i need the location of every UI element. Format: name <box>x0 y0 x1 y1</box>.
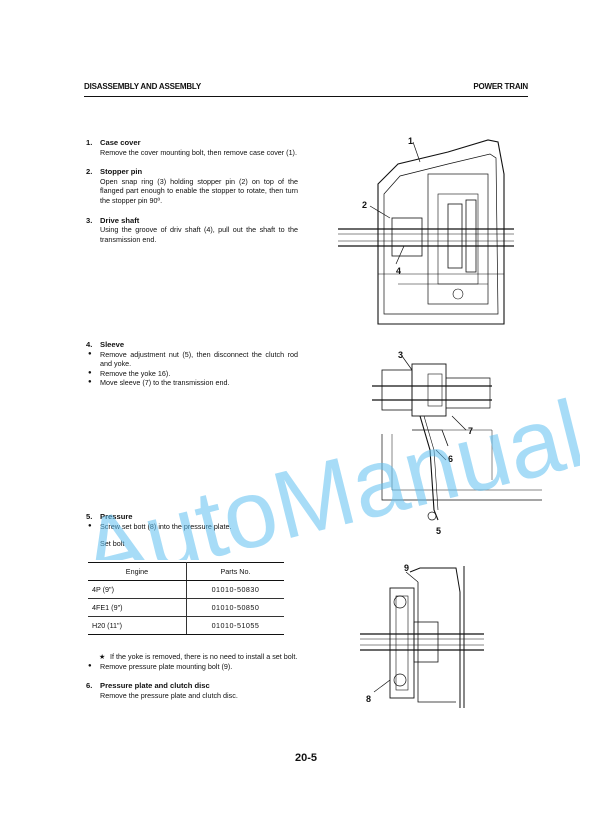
table-header-row: Engine Parts No. <box>88 562 284 581</box>
callout-label: 4 <box>396 266 401 276</box>
column-header-parts-no: Parts No. <box>186 562 284 581</box>
callout-label: 5 <box>436 526 441 536</box>
callout-label: 9 <box>404 563 409 573</box>
steps-1-3: 1. Case cover Remove the cover mounting b… <box>86 138 298 244</box>
step-6: 6. Pressure plate and clutch disc Remove … <box>86 681 298 700</box>
step-title: Pressure plate and clutch disc <box>100 681 210 691</box>
note-text: If the yoke is removed, there is no need… <box>110 652 298 661</box>
bullet-item: Remove pressure plate mounting bolt (9). <box>86 662 298 672</box>
step-title: Sleeve <box>100 340 125 349</box>
step-body: Using the groove of driv shaft (4), pull… <box>100 225 298 244</box>
table-row: 4FE1 (9") 01010-50850 <box>88 598 284 617</box>
callout-label: 1 <box>408 136 413 146</box>
step-title: Drive shaft <box>100 215 140 225</box>
pressure-plate-drawing: 9 8 <box>360 563 484 708</box>
cell-parts-no: 01010-50830 <box>186 580 284 599</box>
bullet-item: Move sleeve (7) to the transmission end. <box>86 378 298 388</box>
step-1: 1. Case cover Remove the cover mounting b… <box>86 138 298 157</box>
callout-label: 2 <box>362 200 367 210</box>
step-body: Open snap ring (3) holding stopper pin (… <box>100 176 298 205</box>
note-item: ★ If the yoke is removed, there is no ne… <box>86 652 298 662</box>
page-header: DISASSEMBLY AND ASSEMBLY POWER TRAIN <box>84 82 528 97</box>
table-row: 4P (9") 01010-50830 <box>88 580 284 599</box>
cell-engine: H20 (11") <box>88 616 187 635</box>
set-bolt-label: Set bolt <box>100 539 125 549</box>
page-number: 20-5 <box>294 752 318 764</box>
step-2: 2. Stopper pin Open snap ring (3) holding… <box>86 167 298 205</box>
table-row: H20 (11") 01010-51055 <box>88 616 284 635</box>
step-number: 5. <box>86 512 93 521</box>
step-3: 3. Drive shaft Using the groove of driv s… <box>86 216 298 245</box>
header-chapter-title: POWER TRAIN <box>473 82 528 91</box>
step-5-notes: ★ If the yoke is removed, there is no ne… <box>86 652 298 700</box>
step-title: Pressure <box>100 512 133 521</box>
cell-engine: 4FE1 (9") <box>88 598 187 617</box>
column-header-engine: Engine <box>88 562 187 581</box>
step-body: Remove the pressure plate and clutch dis… <box>100 690 238 700</box>
bullet-item: Remove adjustment nut (5), then disconne… <box>86 350 298 369</box>
step-number: 1. <box>86 138 93 147</box>
cell-parts-no: 01010-51055 <box>186 616 284 635</box>
step-number: 2. <box>86 167 93 177</box>
sleeve-drawing: 3 7 6 5 <box>372 350 542 536</box>
step-number: 6. <box>86 681 93 691</box>
step-number: 4. <box>86 340 93 349</box>
star-icon: ★ <box>99 652 106 661</box>
case-cover-drawing: 1 2 4 <box>338 136 514 325</box>
set-bolt-parts-table: Engine Parts No. 4P (9") 01010-50830 4FE… <box>88 562 284 635</box>
bullet-item: Screw set bott (8) into the pressure pla… <box>86 522 298 532</box>
callout-label: 3 <box>398 350 403 360</box>
header-section-title: DISASSEMBLY AND ASSEMBLY <box>84 82 202 91</box>
step-4: 4. Sleeve Remove adjustment nut (5), then… <box>86 340 298 388</box>
callout-label: 7 <box>468 426 473 436</box>
step-title: Case cover <box>100 138 141 147</box>
step-5: 5. Pressure Screw set bott (8) into the p… <box>86 512 298 549</box>
cell-parts-no: 01010-50850 <box>186 598 284 617</box>
bullet-item: Remove the yoke 16). <box>86 369 298 379</box>
cell-engine: 4P (9") <box>88 580 187 599</box>
step-body: Remove the cover mounting bolt, then rem… <box>100 147 297 157</box>
step-title: Stopper pin <box>100 167 143 177</box>
step-number: 3. <box>86 215 93 225</box>
callout-label: 8 <box>366 694 371 704</box>
callout-label: 6 <box>448 454 453 464</box>
